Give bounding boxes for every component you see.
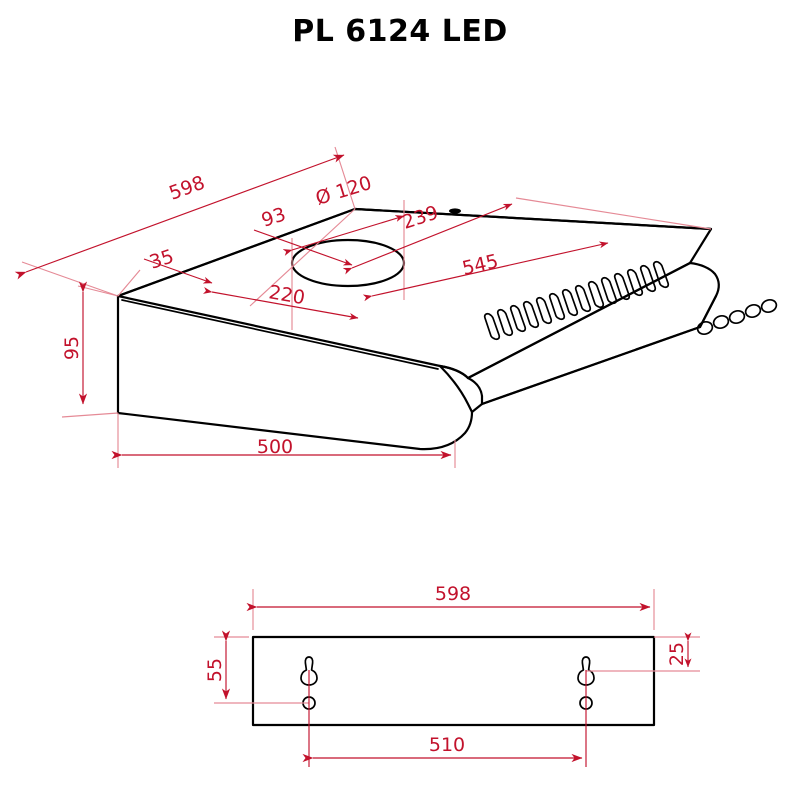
dim-label-95: 95 (61, 336, 83, 360)
plate-outline (251, 635, 656, 727)
dim-label-545: 545 (460, 250, 500, 280)
hood-visor-seam (121, 299, 439, 370)
ext-95-bot (61, 412, 119, 418)
dim-line-220 (202, 287, 359, 320)
dim-label-p598: 598 (435, 583, 471, 605)
dim-line-120 (282, 215, 405, 256)
dim-label-p55: 55 (204, 658, 226, 682)
dim-line-545 (362, 241, 609, 302)
dim-label-598: 598 (166, 172, 208, 205)
hood-front-top-edge-b (466, 261, 692, 380)
control-button-5[interactable] (760, 298, 778, 314)
dim-label-500: 500 (257, 436, 293, 458)
hood-front-left-round (438, 364, 470, 380)
dim-line-35 (143, 258, 213, 284)
dim-line-93 (253, 229, 353, 266)
ext-239-right (515, 197, 712, 230)
dim-label-93: 93 (259, 203, 289, 231)
ext-95-top (77, 285, 119, 297)
dim-label-239: 239 (400, 202, 441, 234)
plate-dimensions: 598 55 25 510 (204, 583, 700, 767)
iso-dimensions: 598 Ø 120 93 239 35 220 545 95 5 (14, 146, 712, 468)
hood-front-face-lower (466, 325, 702, 406)
hood-bottom-front-edge (116, 410, 474, 451)
dim-line-598 (14, 154, 345, 280)
iso-hood-body (116, 207, 778, 451)
hood-front-left-round-b (470, 402, 484, 414)
dim-label-p25: 25 (666, 642, 688, 666)
hood-right-rounded-corner (688, 261, 720, 329)
ext-598-a (21, 261, 119, 297)
top-plate-marker (449, 208, 461, 214)
control-button-1[interactable] (696, 320, 714, 336)
hood-grille (483, 260, 670, 341)
dim-label-120: Ø 120 (313, 172, 374, 210)
control-button-2[interactable] (712, 314, 730, 330)
page-title: PL 6124 LED (292, 14, 508, 49)
control-button-4[interactable] (744, 303, 762, 319)
hood-front-left-round-c (438, 364, 474, 414)
hood-control-panel[interactable] (696, 298, 778, 336)
hood-front-bottom-edge (480, 294, 718, 406)
control-button-3[interactable] (728, 309, 746, 325)
dim-label-p510: 510 (429, 734, 465, 756)
dim-label-220: 220 (267, 281, 307, 309)
plate-view (251, 635, 656, 727)
hood-shoulder-left (116, 294, 442, 368)
